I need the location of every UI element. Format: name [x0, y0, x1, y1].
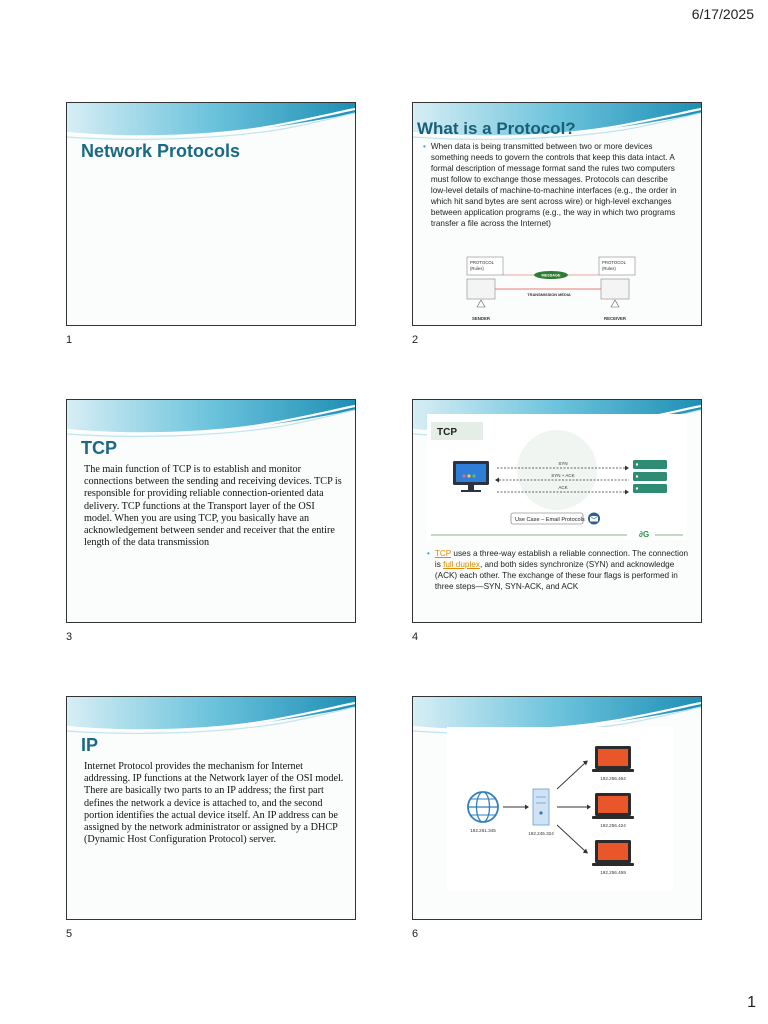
diagram-sender: SENDER: [472, 316, 491, 321]
slide-number: 2: [412, 334, 419, 346]
figure-syn: SYN: [558, 461, 567, 466]
laptop-icon: [592, 746, 634, 772]
slide-2[interactable]: What is a Protocol? • When data is being…: [412, 102, 702, 326]
slide-header-wave: [67, 697, 355, 735]
ip-server: 192.245.324: [528, 831, 554, 836]
bullet-text: When data is being transmitted between t…: [430, 142, 677, 228]
diagram-protocol-right: PROTOCOL: [602, 260, 627, 265]
print-date: 6/17/2025: [691, 6, 754, 22]
diagram-protocol-left: PROTOCOL: [470, 260, 495, 265]
server-icon: [532, 788, 550, 826]
figure-synack: SYN + ACK: [551, 473, 574, 478]
slide-body: The main function of TCP is to establish…: [84, 464, 342, 549]
diagram-message: MESSAGE: [542, 274, 561, 278]
diagram-rules-right: (Rules): [602, 266, 616, 271]
ip-laptop-bottom: 192.256.459: [600, 870, 626, 875]
slide-bullet: • When data is being transmitted between…: [423, 141, 685, 229]
diagram-receiver: RECEIVER: [604, 316, 627, 321]
figure-ack: ACK: [558, 485, 567, 490]
bullet-dot: •: [423, 142, 426, 151]
diagram-rules-left: (Rules): [470, 266, 484, 271]
ip-network-figure: 192.261.345 192.245.324 192.256.464 192.…: [447, 727, 673, 891]
slide-body: Internet Protocol provides the mechanism…: [84, 761, 344, 846]
slide-number: 3: [66, 631, 73, 643]
ip-laptop-top: 192.256.464: [600, 776, 626, 781]
bullet-part-1: uses a three-way establish a reliable co…: [434, 549, 689, 569]
slide-title: What is a Protocol?: [417, 119, 576, 138]
laptop-icon: [592, 840, 634, 866]
ip-globe: 192.261.345: [470, 828, 496, 833]
figure-logo: ∂G: [639, 530, 649, 539]
protocol-diagram: PROTOCOL (Rules) PROTOCOL (Rules) MESSAG…: [466, 256, 636, 321]
full-duplex-link[interactable]: full duplex: [443, 560, 480, 569]
globe-icon: [467, 791, 499, 823]
tcp-link[interactable]: TCP: [434, 549, 452, 558]
slide-5[interactable]: IP Internet Protocol provides the mechan…: [66, 696, 356, 920]
ip-laptop-mid: 192.256.424: [600, 823, 626, 828]
figure-tcp-label: TCP: [437, 427, 457, 438]
slide-title: Network Protocols: [81, 141, 241, 161]
figure-usecase: Use Case – Email Protocols: [515, 517, 585, 523]
slide-6[interactable]: 192.261.345 192.245.324 192.256.464 192.…: [412, 696, 702, 920]
slide-header-wave: [67, 400, 355, 438]
slide-3[interactable]: TCP The main function of TCP is to estab…: [66, 399, 356, 623]
bullet-dot: •: [427, 549, 430, 558]
slide-bullet: • TCP uses a three-way establish a relia…: [427, 548, 693, 592]
slide-number: 4: [412, 631, 419, 643]
slide-header-wave: [67, 103, 355, 141]
diagram-media: TRANSMISSION MEDIA: [527, 292, 571, 297]
slide-number: 1: [66, 334, 73, 346]
slide-4[interactable]: TCP SYN SYN + ACK ACK Use Case – Email P…: [412, 399, 702, 623]
slide-title: TCP: [81, 438, 117, 458]
laptop-icon: [592, 793, 634, 819]
bullet-part-2: , and both sides synchronize (SYN) and a…: [434, 560, 678, 591]
bullet-text: TCP uses a three-way establish a reliabl…: [435, 548, 693, 592]
slide-number: 5: [66, 928, 73, 940]
slide-title: IP: [81, 735, 99, 755]
tcp-handshake-figure: TCP SYN SYN + ACK ACK Use Case – Email P…: [427, 414, 687, 540]
slide-number: 6: [412, 928, 419, 940]
slide-1[interactable]: Network Protocols: [66, 102, 356, 326]
page-number: 1: [747, 994, 756, 1011]
